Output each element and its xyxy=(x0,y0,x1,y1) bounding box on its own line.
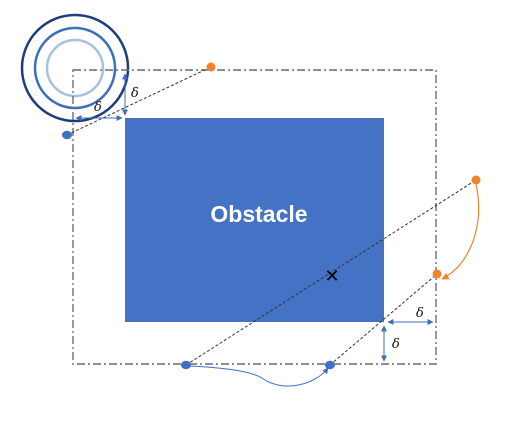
orange-point-far-right xyxy=(471,175,481,185)
x-mark-icon: ✕ xyxy=(324,266,339,287)
delta-label-right: δ xyxy=(416,306,424,321)
obstacle-rect xyxy=(125,118,384,322)
orange-transition-curve xyxy=(441,183,480,280)
safety-boundary xyxy=(72,69,437,365)
blue-point-left xyxy=(62,130,72,140)
path-line-diagonal xyxy=(185,179,477,366)
delta-label-bottom: δ xyxy=(392,337,400,352)
blue-transition-curve xyxy=(189,365,329,387)
orange-point-top xyxy=(206,62,216,72)
path-line-right xyxy=(329,273,438,366)
concentric-rings-icon xyxy=(20,13,130,123)
path-line-top xyxy=(66,66,212,136)
delta-label-top: δ xyxy=(131,86,139,101)
obstacle-label: Obstacle xyxy=(210,201,307,227)
blue-point-bottom-left xyxy=(181,360,191,370)
orange-point-right xyxy=(432,269,442,279)
delta-label-left: δ xyxy=(94,100,102,115)
blue-point-bottom-right xyxy=(325,360,335,370)
